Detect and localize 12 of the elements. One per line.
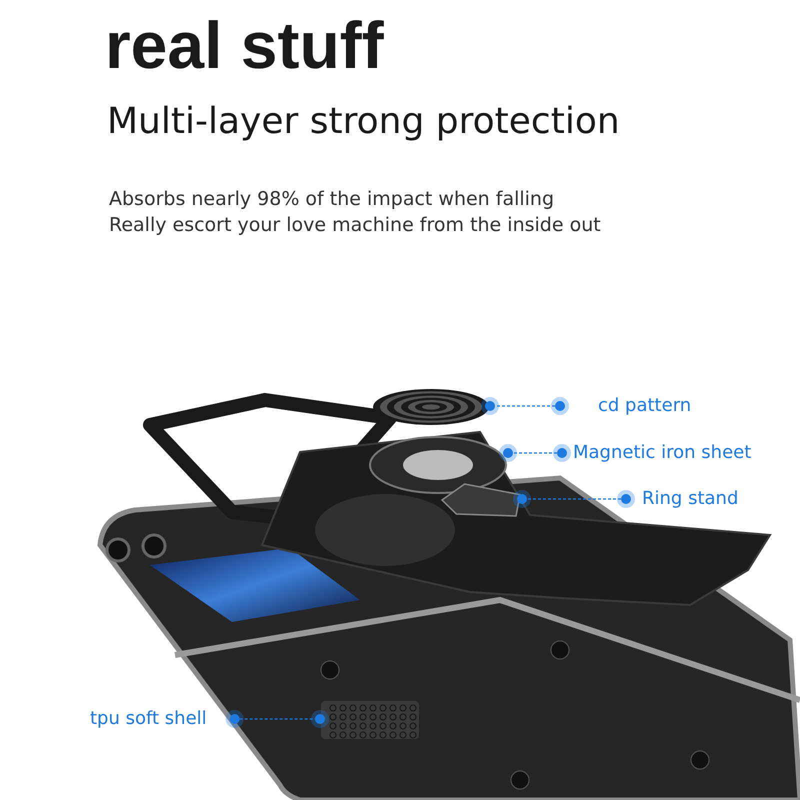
leader-line [513,490,635,508]
title: real stuff [105,12,384,78]
callout-label: Magnetic iron sheet [573,442,752,463]
callout-label: tpu soft shell [90,708,207,729]
subtitle: Multi-layer strong protection [107,100,620,144]
callout-label: Ring stand [642,488,738,509]
leader-line [499,444,571,462]
leader-line [481,397,569,415]
callout-label: cd pattern [598,395,692,416]
description-text: Absorbs nearly 98% of the impact when falling [109,188,554,211]
leader-line [226,710,329,728]
description-text: Really escort your love machine from the inside out [109,214,601,237]
